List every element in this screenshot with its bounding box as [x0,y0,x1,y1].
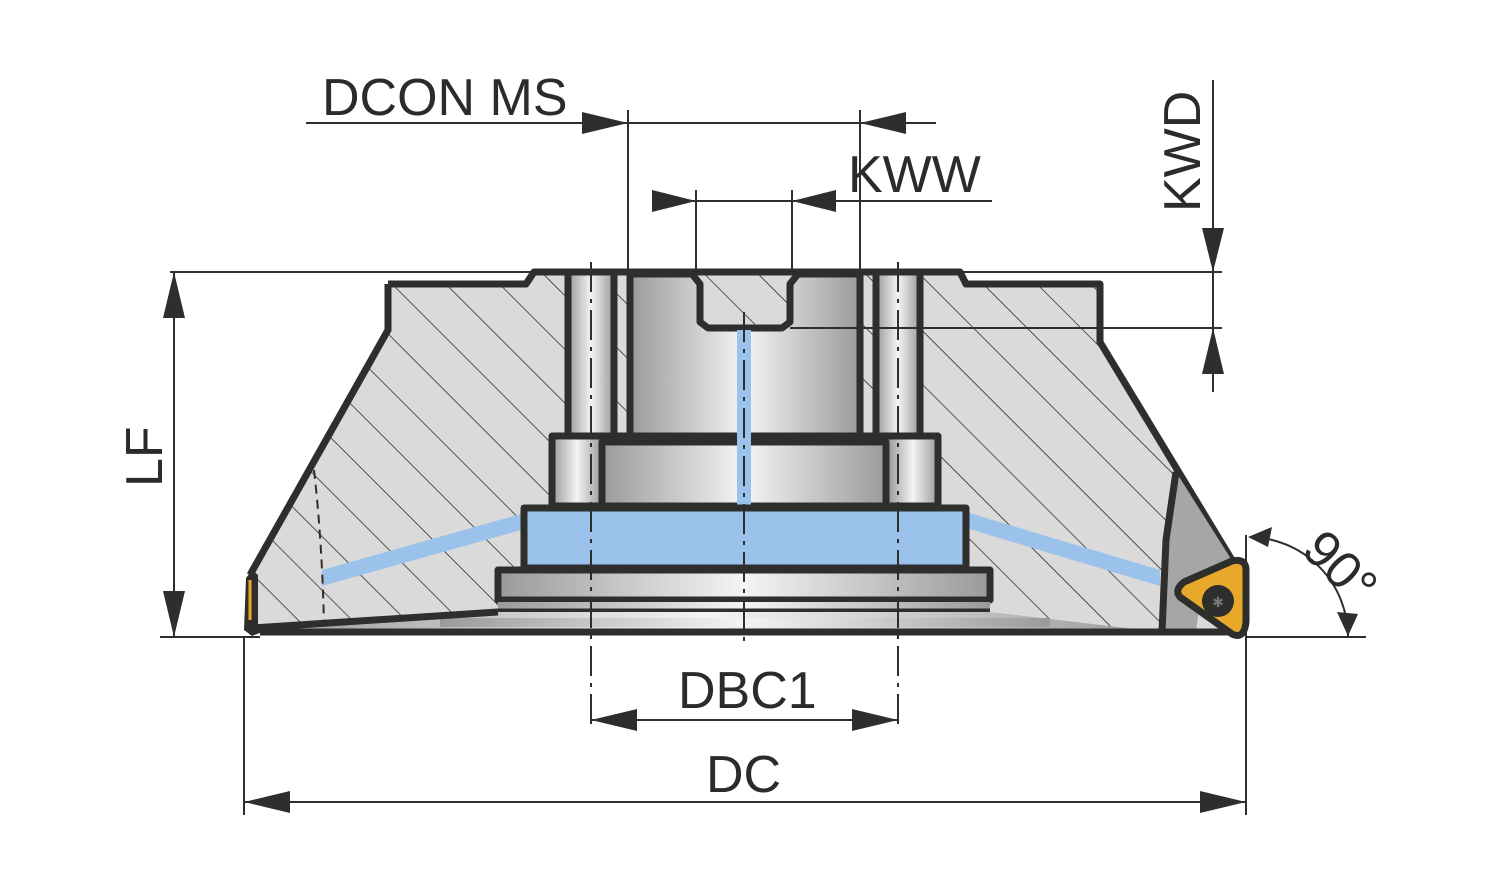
label-dbc1: DBC1 [678,662,817,720]
label-kwd: KWD [1154,91,1212,212]
dimension-kww: KWW [652,146,992,212]
hidden-line [313,469,325,625]
dimension-angle: 90° [1248,519,1389,638]
svg-text:✱: ✱ [1212,595,1224,611]
triangular-insert-icon: ✱ [1174,556,1250,639]
label-kww: KWW [848,146,981,204]
coolant-channels [322,512,1160,586]
torx-screw-icon [1202,585,1234,617]
label-dc: DC [706,746,781,804]
left-insert [244,570,262,636]
dimension-dc: DC [244,746,1246,813]
dimension-lf: LF [116,272,185,637]
dimension-dbc1: DBC1 [591,662,898,731]
label-lf: LF [116,426,174,487]
dimension-kwd: KWD [1154,80,1224,392]
right-screw-bore [862,274,938,506]
dimension-dcon-ms: DCON MS [306,69,936,134]
centerlines [590,262,899,730]
extension-lines [160,110,1366,815]
label-dcon-ms: DCON MS [322,69,568,127]
label-angle: 90° [1292,519,1389,616]
